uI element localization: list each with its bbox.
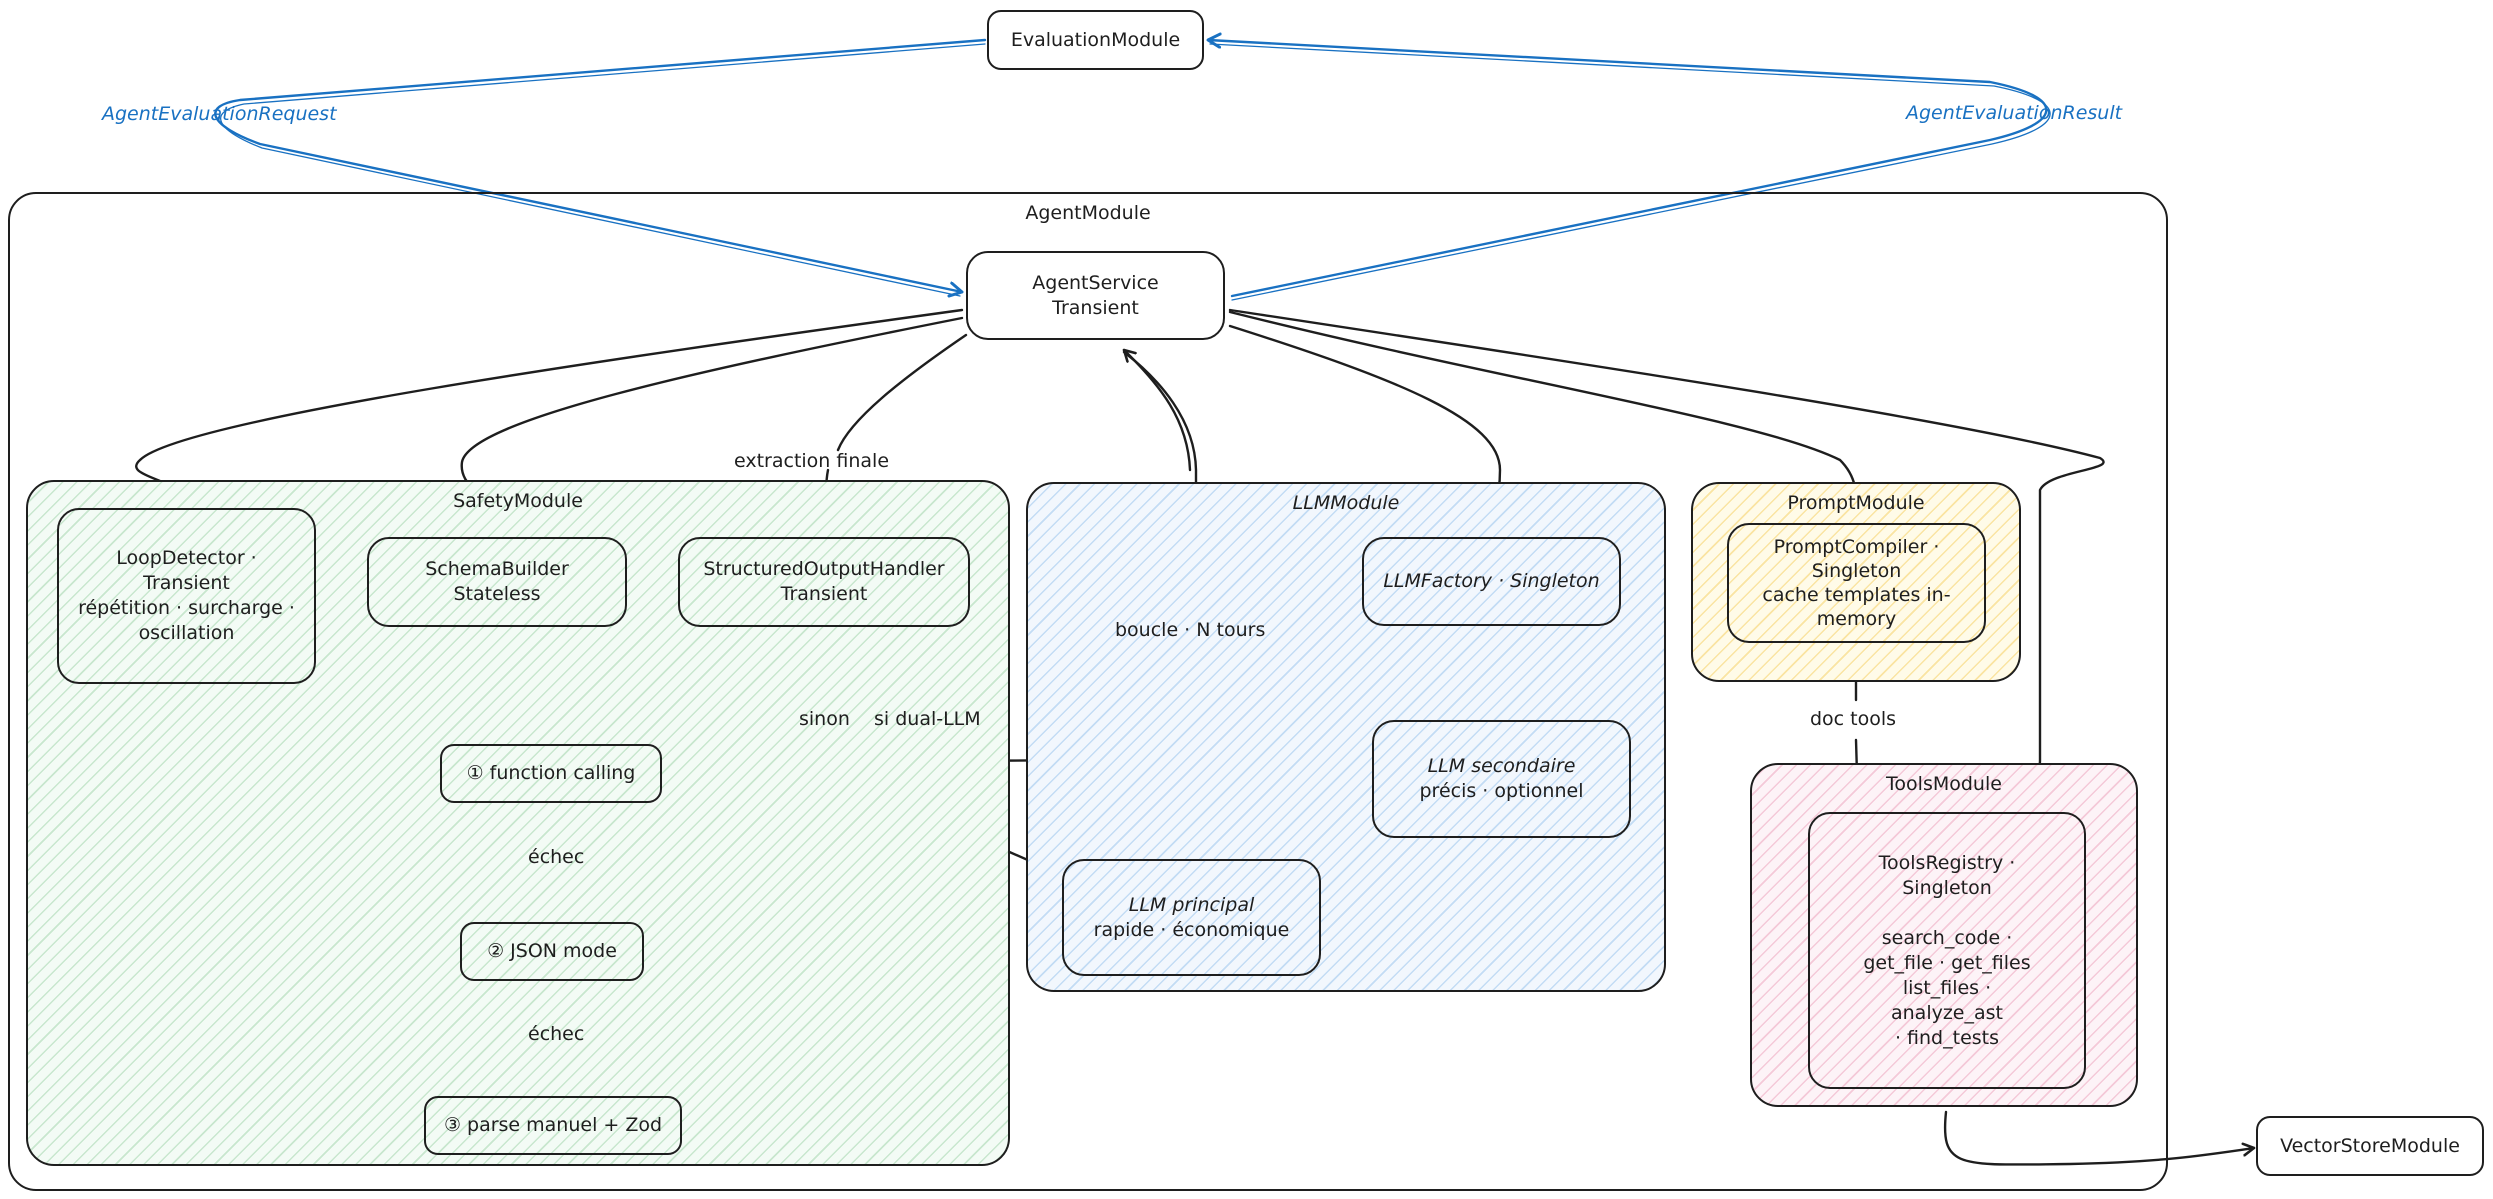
edge-loop-return-to-agent-service — [1124, 350, 1192, 472]
evaluation-module-node[interactable]: EvaluationModule — [987, 10, 1204, 70]
safety-module-title: SafetyModule — [453, 490, 583, 512]
agent-module-group: AgentModule — [8, 192, 2168, 1191]
prompt-compiler-line1: PromptCompiler · — [1773, 536, 1940, 558]
tools-registry-line5: list_files · — [1902, 976, 1992, 999]
agent-service-name: AgentService — [1032, 271, 1159, 294]
json-mode-node[interactable]: ② JSON mode — [460, 922, 644, 981]
edge-label-extraction-finale: extraction finale — [734, 450, 890, 472]
edge-evaluation-to-agent-service — [214, 38, 987, 292]
structured-output-handler-name: StructuredOutputHandler — [703, 558, 945, 580]
llm-principal-name: LLM principal — [1128, 893, 1255, 916]
json-mode-label: ② JSON mode — [487, 940, 617, 962]
edge-label-agent-evaluation-result: AgentEvaluationResult — [1906, 102, 2123, 124]
structured-output-handler-node[interactable]: StructuredOutputHandler Transient — [678, 537, 970, 627]
edge-tools-to-vector-store — [1943, 1110, 2254, 1166]
prompt-compiler-node[interactable]: PromptCompiler · Singleton cache templat… — [1727, 523, 1986, 643]
edge-agent-service-to-evaluation-sketch — [1209, 43, 2051, 301]
edge-label-sinon: sinon — [799, 708, 850, 730]
edge-label-boucle-n-tours: boucle · N tours — [1115, 619, 1266, 641]
tools-registry-line6: analyze_ast — [1890, 1001, 2003, 1024]
schema-builder-name: SchemaBuilder — [425, 558, 569, 580]
tools-module-title: ToolsModule — [1886, 773, 2002, 795]
edge-agent-service-to-evaluation — [1208, 40, 2048, 298]
edge-agent-service-to-tools-module — [1228, 308, 2105, 806]
loop-detector-node[interactable]: LoopDetector · Transient répétition · su… — [57, 508, 316, 684]
llm-principal-desc: rapide · économique — [1093, 918, 1290, 941]
llm-factory-label: LLMFactory · Singleton — [1383, 570, 1600, 592]
loop-detector-line2: Transient — [143, 572, 230, 594]
tools-registry-line7: · find_tests — [1894, 1026, 2000, 1049]
llm-module-title: LLMModule — [1292, 492, 1400, 514]
edge-evaluation-to-agent-service-sketch — [220, 43, 986, 297]
loop-detector-line4: oscillation — [138, 622, 235, 644]
schema-builder-node[interactable]: SchemaBuilder Stateless — [367, 537, 627, 627]
edge-label-si-dual-llm: si dual-LLM — [874, 708, 981, 730]
prompt-compiler-line4: memory — [1816, 608, 1897, 630]
agent-module-title: AgentModule — [1025, 202, 1151, 224]
vector-store-module-node[interactable]: VectorStoreModule — [2256, 1116, 2484, 1176]
evaluation-module-label: EvaluationModule — [1010, 28, 1181, 51]
tools-registry-line1: ToolsRegistry · — [1878, 851, 2016, 874]
tools-registry-line3: search_code · — [1881, 926, 2013, 949]
prompt-compiler-line2: Singleton — [1811, 560, 1902, 582]
edge-agent-service-to-loop-detector — [135, 308, 964, 505]
agent-service-node[interactable]: AgentService Transient — [966, 251, 1225, 340]
llm-secondaire-node[interactable]: LLM secondaire précis · optionnel — [1372, 720, 1631, 838]
llm-secondaire-desc: précis · optionnel — [1419, 780, 1584, 802]
tools-registry-line4: get_file · get_files — [1863, 951, 2031, 974]
function-calling-label: ① function calling — [466, 762, 636, 784]
edge-label-agent-evaluation-request: AgentEvaluationRequest — [102, 103, 337, 125]
llm-principal-node[interactable]: LLM principal rapide · économique — [1062, 859, 1321, 976]
loop-detector-line1: LoopDetector · — [116, 547, 257, 569]
parse-manuel-node[interactable]: ③ parse manuel + Zod — [424, 1096, 682, 1155]
parse-manuel-label: ③ parse manuel + Zod — [443, 1114, 663, 1136]
loop-detector-line3: répétition · surcharge · — [78, 597, 295, 619]
prompt-module-title: PromptModule — [1787, 492, 1925, 514]
tools-registry-line2: Singleton — [1902, 876, 1992, 899]
prompt-compiler-line3: cache templates in- — [1762, 584, 1951, 606]
vector-store-module-label: VectorStoreModule — [2280, 1134, 2460, 1157]
edge-label-echec-1: échec — [528, 846, 585, 868]
tools-registry-node[interactable]: ToolsRegistry · Singleton search_code · … — [1808, 812, 2086, 1089]
llm-secondaire-name: LLM secondaire — [1427, 755, 1576, 777]
schema-builder-lifetime: Stateless — [453, 583, 541, 605]
llm-factory-node[interactable]: LLMFactory · Singleton — [1362, 537, 1621, 626]
structured-output-handler-lifetime: Transient — [780, 583, 868, 605]
edge-label-doc-tools: doc tools — [1810, 708, 1897, 730]
agent-service-lifetime: Transient — [1052, 296, 1139, 319]
edge-label-echec-2: échec — [528, 1023, 585, 1045]
function-calling-node[interactable]: ① function calling — [440, 744, 662, 803]
